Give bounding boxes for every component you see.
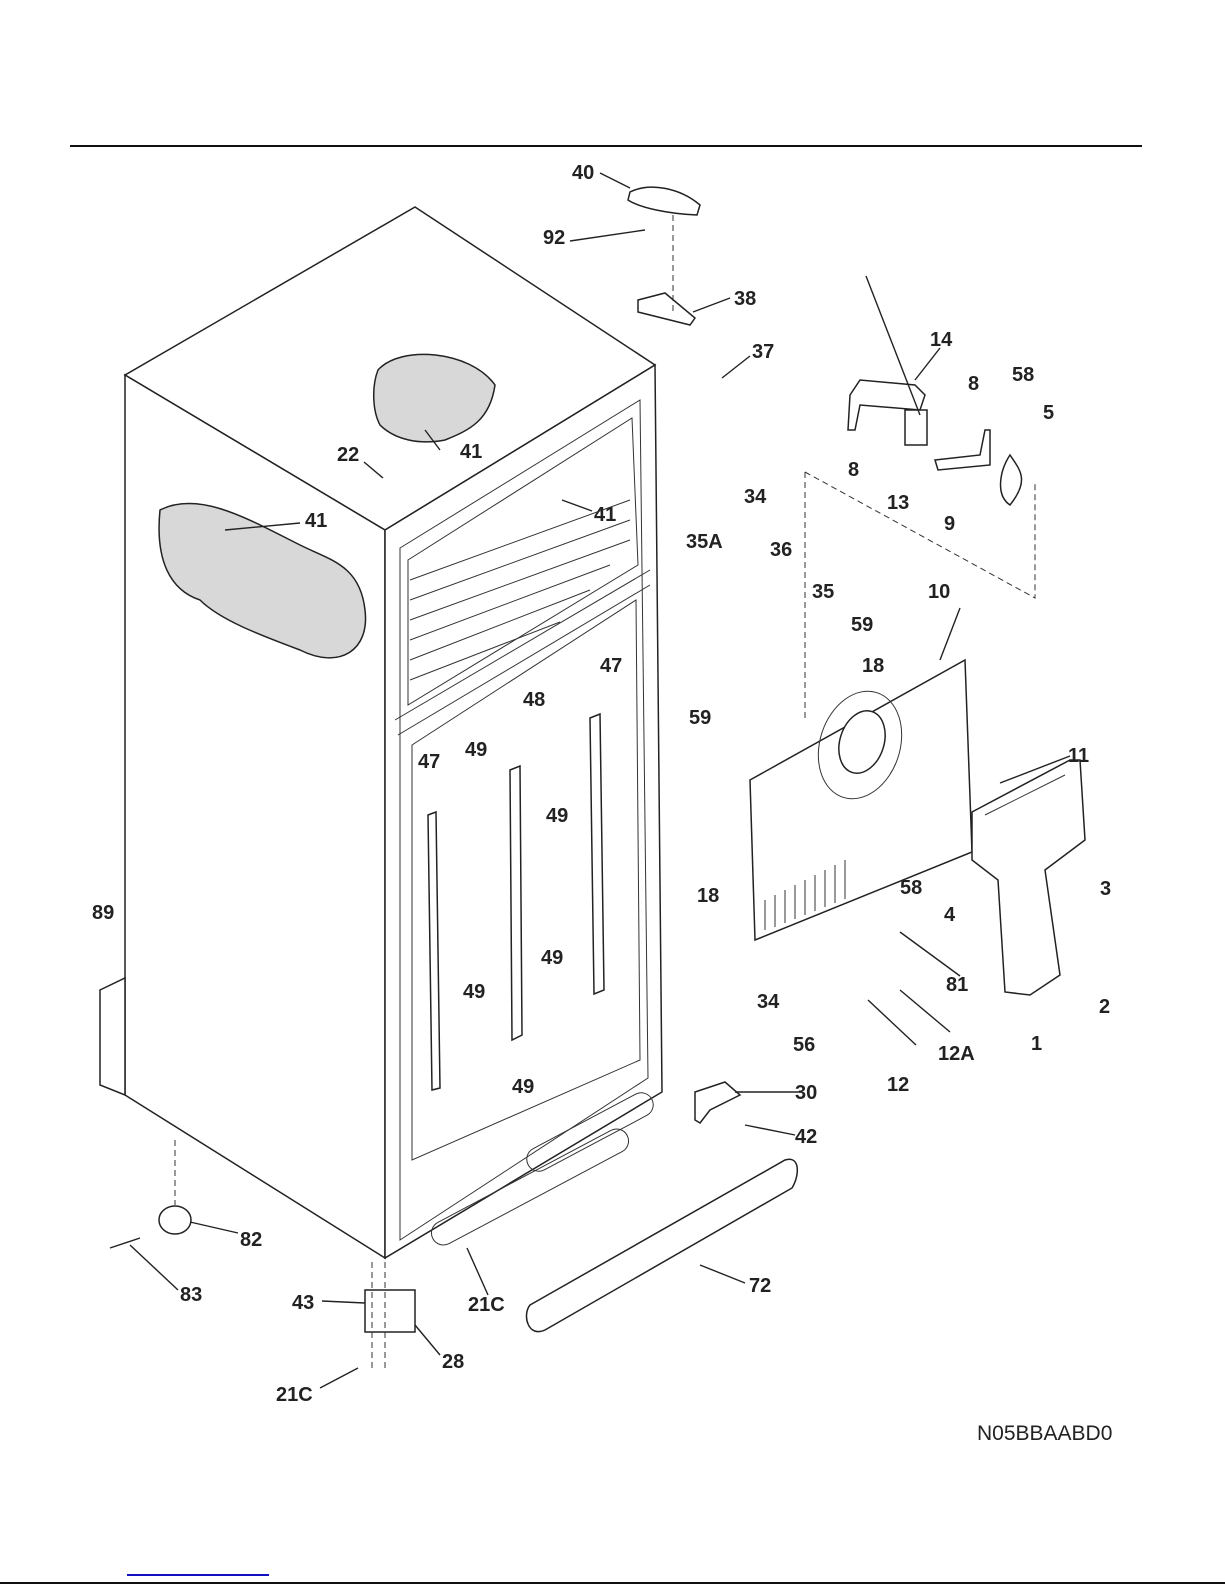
leader-lines [129,172,1071,1389]
callout-21C: 21C [468,1294,505,1316]
callout-41: 41 [594,504,617,526]
freezer-ribs [409,499,631,681]
callout-13: 13 [887,492,910,514]
callout-8: 8 [968,373,980,395]
callout-10: 10 [928,581,951,603]
callout-34: 34 [744,486,767,508]
callout-49: 49 [546,805,569,827]
callout-59: 59 [851,614,874,636]
callout-56: 56 [793,1034,816,1056]
kick-plate [525,1158,799,1333]
callout-36: 36 [770,539,793,561]
lower-grille [764,860,846,930]
callout-82: 82 [240,1229,263,1251]
callout-49: 49 [541,947,564,969]
callout-49: 49 [465,739,488,761]
callout-14: 14 [930,329,953,351]
callout-49: 49 [463,981,486,1003]
callout-81: 81 [946,974,969,996]
callout-38: 38 [734,288,757,310]
callout-34: 34 [757,991,780,1013]
callout-35A: 35A [686,531,723,553]
footer-link-underline[interactable] [127,1574,269,1576]
callout-41: 41 [305,510,328,532]
callout-30: 30 [795,1082,818,1104]
shelf-rails [427,712,605,1091]
footer-rule [0,1582,1225,1584]
callout-12: 12 [887,1074,910,1096]
callout-72: 72 [749,1275,772,1297]
callout-28: 28 [442,1351,465,1373]
compressor-relay-bracket [364,1289,416,1333]
callout-83: 83 [180,1284,203,1306]
callout-37: 37 [752,341,775,363]
callout-3: 3 [1100,878,1112,900]
header-rule [70,145,1142,147]
callout-8: 8 [848,459,860,481]
callout-89: 89 [92,902,115,924]
callout-58: 58 [1012,364,1035,386]
callout-43: 43 [292,1292,315,1314]
fan-motor-assembly [847,379,1023,507]
callout-48: 48 [523,689,546,711]
callout-1: 1 [1031,1033,1043,1055]
callout-40: 40 [572,162,595,184]
callout-12A: 12A [938,1043,975,1065]
insulation-panel-top [373,353,496,443]
callout-18: 18 [862,655,885,677]
top-hinge-cover [627,186,701,216]
rear-bracket [99,976,126,1097]
evaporator-cover-panel [749,658,973,942]
control-housing [971,759,1086,996]
insulation-panel-side [158,502,367,659]
callout-4: 4 [944,904,956,926]
callout-5: 5 [1043,402,1055,424]
callout-35: 35 [812,581,835,603]
callout-22: 22 [337,444,360,466]
callout-41: 41 [460,441,483,463]
callout-18: 18 [697,885,720,907]
top-hinge [637,292,697,326]
callout-21C: 21C [276,1384,313,1406]
callout-2: 2 [1099,996,1111,1018]
callout-49: 49 [512,1076,535,1098]
callout-59: 59 [689,707,712,729]
callout-92: 92 [543,227,566,249]
callout-58: 58 [900,877,923,899]
callout-47: 47 [418,751,441,773]
figure-code: N05BBAABD0 [977,1422,1113,1445]
bottom-hinge [694,1081,742,1124]
callout-11: 11 [1068,745,1090,767]
callout-47: 47 [600,655,623,677]
leveling-roller [109,1205,192,1249]
callout-42: 42 [795,1126,818,1148]
callout-9: 9 [944,513,956,535]
